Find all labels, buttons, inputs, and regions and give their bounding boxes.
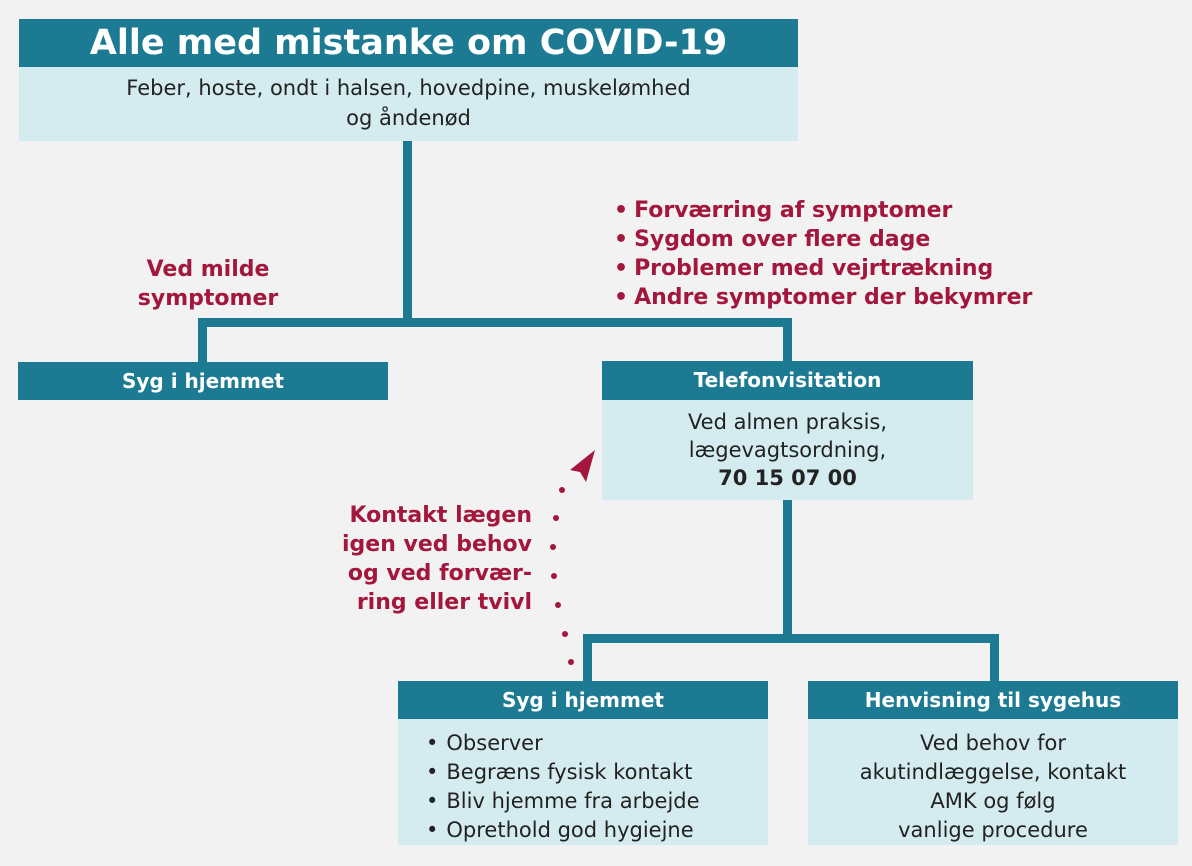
connector-tele-vertical — [783, 500, 792, 640]
arrow-dot — [559, 487, 565, 493]
arrow-dot — [550, 544, 556, 550]
top-box-title: Alle med mistanke om COVID-19 — [19, 19, 798, 67]
telephone-line-2: lægevagtsordning, — [688, 438, 887, 462]
arrow-dot — [553, 515, 559, 521]
instruction-item: Begræns fysisk kontakt — [426, 758, 768, 787]
connector-bottom-horizontal — [583, 634, 999, 643]
hospital-referral-title: Henvisning til sygehus — [808, 681, 1178, 719]
instruction-item: Bliv hjemme fra arbejde — [426, 787, 768, 816]
worsening-item: Sygdom over flere dage — [614, 225, 1032, 254]
sick-at-home-box: Syg i hjemmet — [18, 362, 388, 400]
contact-line: igen ved behov — [342, 532, 532, 557]
arrow-dot — [551, 573, 557, 579]
top-box-symptoms: Feber, hoste, ondt i halsen, hovedpine, … — [19, 67, 798, 141]
worsening-item: Andre symptomer der bekymrer — [614, 283, 1032, 312]
hospital-line: vanlige procedure — [898, 818, 1088, 842]
instruction-item: Oprethold god hygiejne — [426, 816, 768, 845]
mild-label-line-2: symptomer — [137, 286, 279, 311]
hospital-referral-body: Ved behov for akutindlæggelse, kontakt A… — [808, 719, 1178, 845]
arrow-dot — [562, 631, 568, 637]
mild-label-line-1: Ved milde — [146, 257, 270, 282]
top-symptoms-line-1: Feber, hoste, ondt i halsen, hovedpine, … — [126, 76, 691, 100]
hospital-line: AMK og følg — [930, 789, 1056, 813]
instruction-item: Observer — [426, 729, 768, 758]
sick-at-home-instructions: Observer Begræns fysisk kontakt Bliv hje… — [398, 719, 768, 845]
hospital-line: Ved behov for — [919, 731, 1067, 755]
telephone-line-1: Ved almen praksis, — [687, 410, 888, 434]
worsening-criteria-list: Forværring af symptomer Sygdom over fler… — [614, 196, 1032, 312]
arrow-dot — [555, 602, 561, 608]
worsening-item: Forværring af symptomer — [614, 196, 1032, 225]
connector-left-drop — [198, 318, 207, 363]
connector-top-vertical — [403, 141, 412, 324]
arrow-dot — [568, 659, 574, 665]
contact-line: Kontakt lægen — [349, 503, 532, 528]
contact-line: ring eller tvivl — [356, 590, 532, 615]
contact-doctor-again-label: Kontakt lægen igen ved behov og ved forv… — [300, 501, 532, 617]
dotted-return-arrow — [550, 450, 595, 665]
connector-top-horizontal — [198, 318, 792, 327]
worsening-item: Problemer med vejrtrækning — [614, 254, 1032, 283]
telephone-number: 70 15 07 00 — [718, 466, 857, 490]
sick-at-home-second-title: Syg i hjemmet — [398, 681, 768, 719]
mild-symptoms-label: Ved milde symptomer — [108, 255, 308, 313]
connector-bottom-right-drop — [990, 634, 999, 682]
top-symptoms-line-2: og åndenød — [346, 106, 471, 130]
telephone-triage-body: Ved almen praksis, lægevagtsordning, 70 … — [602, 400, 973, 500]
connector-right-drop — [783, 318, 792, 362]
contact-line: og ved forvær- — [347, 561, 532, 586]
telephone-triage-title: Telefonvisitation — [602, 361, 973, 400]
hospital-line: akutindlæggelse, kontakt — [859, 760, 1127, 784]
arrow-head-icon — [570, 450, 595, 482]
connector-bottom-left-drop — [583, 634, 592, 682]
